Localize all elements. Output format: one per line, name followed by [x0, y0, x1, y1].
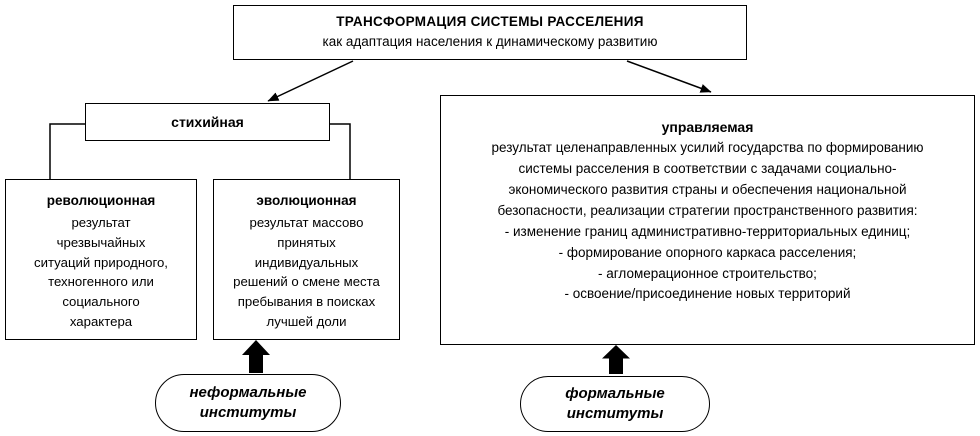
managed-box: управляемая результат целенаправленных у… — [440, 95, 975, 345]
formal-institutions-shape: формальные институты — [520, 376, 710, 432]
connector-root-to-spontaneous-arrow — [267, 60, 354, 102]
root-title: ТРАНСФОРМАЦИЯ СИСТЕМЫ РАССЕЛЕНИЯ — [336, 14, 644, 30]
managed-item: - изменение границ административно-терри… — [504, 223, 911, 239]
evolutionary-title: эволюционная — [256, 193, 357, 208]
informal-institutions-label: неформальные институты — [189, 383, 307, 421]
connector-spontaneous-to-revolutionary — [49, 123, 85, 179]
connector-root-to-managed-arrow — [626, 60, 712, 93]
informal-institutions-shape: неформальные институты — [155, 374, 341, 432]
evolutionary-box: эволюционная результат массово принятых … — [213, 179, 400, 340]
managed-item: - формирование опорного каркаса расселен… — [558, 244, 857, 260]
managed-item: - агломерационное строительство; — [598, 265, 817, 281]
formal-institutions-label: формальные институты — [565, 384, 665, 422]
spontaneous-box: стихийная — [85, 103, 330, 141]
revolutionary-title: революционная — [46, 193, 156, 208]
spontaneous-label: стихийная — [171, 114, 244, 130]
managed-title: управляемая — [661, 119, 754, 135]
revolutionary-body: результат чрезвычайных ситуаций природно… — [34, 215, 168, 329]
block-up-arrow-icon-formal — [602, 345, 630, 374]
root-subtitle: как адаптация населения к динамическому … — [322, 34, 658, 49]
block-up-arrow-icon-informal — [242, 340, 270, 373]
revolutionary-box: революционная результат чрезвычайных сит… — [5, 179, 197, 340]
connector-spontaneous-to-evolutionary — [330, 123, 351, 179]
managed-body: результат целенаправленных усилий госуда… — [491, 140, 924, 218]
managed-item: - освоение/присоединение новых территори… — [564, 286, 851, 302]
root-box: ТРАНСФОРМАЦИЯ СИСТЕМЫ РАССЕЛЕНИЯ как ада… — [233, 5, 747, 60]
evolutionary-body: результат массово принятых индивидуальны… — [233, 215, 380, 329]
